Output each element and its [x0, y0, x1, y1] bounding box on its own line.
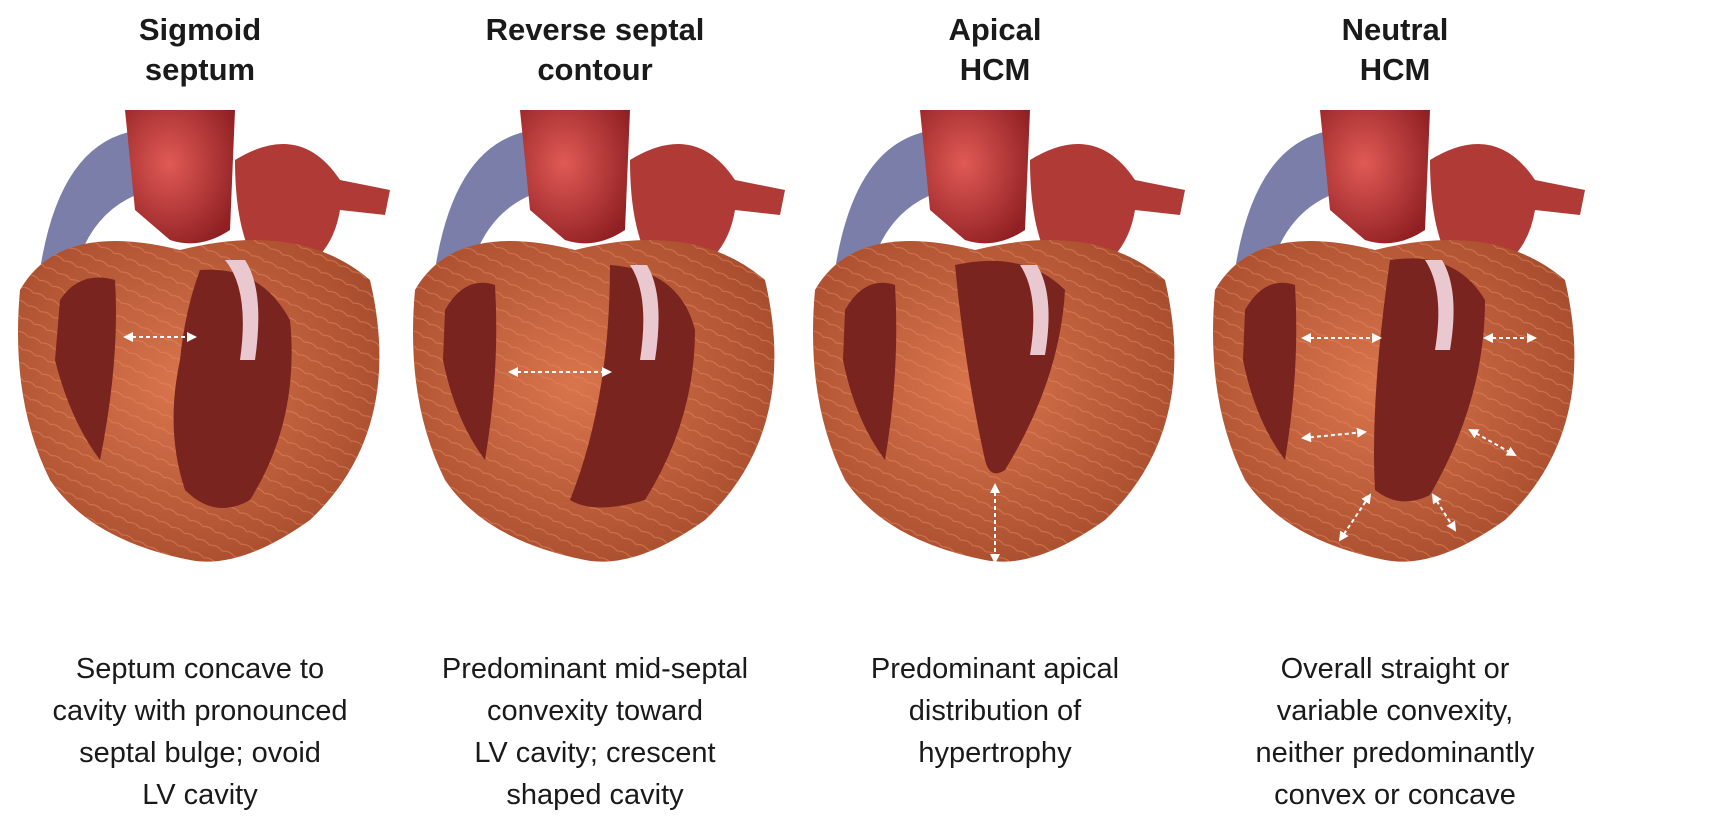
panel-title: Sigmoid septum	[0, 10, 400, 90]
panel-caption: Predominant mid-septal convexity toward …	[385, 648, 805, 816]
panel-caption: Septum concave to cavity with pronounced…	[0, 648, 410, 816]
panel-sigmoid-septum: Sigmoid septum Septum concave to cavity …	[0, 0, 400, 830]
aorta	[1320, 110, 1430, 243]
heart-illustration	[795, 100, 1195, 600]
aorta	[920, 110, 1030, 243]
panel-apical-hcm: Apical HCM Predominant apical distributi…	[795, 0, 1195, 830]
heart-illustration	[0, 100, 400, 600]
panel-caption: Overall straight or variable convexity, …	[1185, 648, 1605, 816]
aorta	[125, 110, 235, 243]
panel-neutral-hcm: Neutral HCM Overall straight or variable…	[1195, 0, 1595, 830]
panel-title: Neutral HCM	[1195, 10, 1595, 90]
panel-title: Apical HCM	[795, 10, 1195, 90]
heart-illustration	[1195, 100, 1595, 600]
aorta	[520, 110, 630, 243]
heart-illustration	[395, 100, 795, 600]
panel-title: Reverse septal contour	[395, 10, 795, 90]
panel-caption: Predominant apical distribution of hyper…	[785, 648, 1205, 774]
panel-reverse-septal-contour: Reverse septal contour Predominant mid-s…	[395, 0, 795, 830]
